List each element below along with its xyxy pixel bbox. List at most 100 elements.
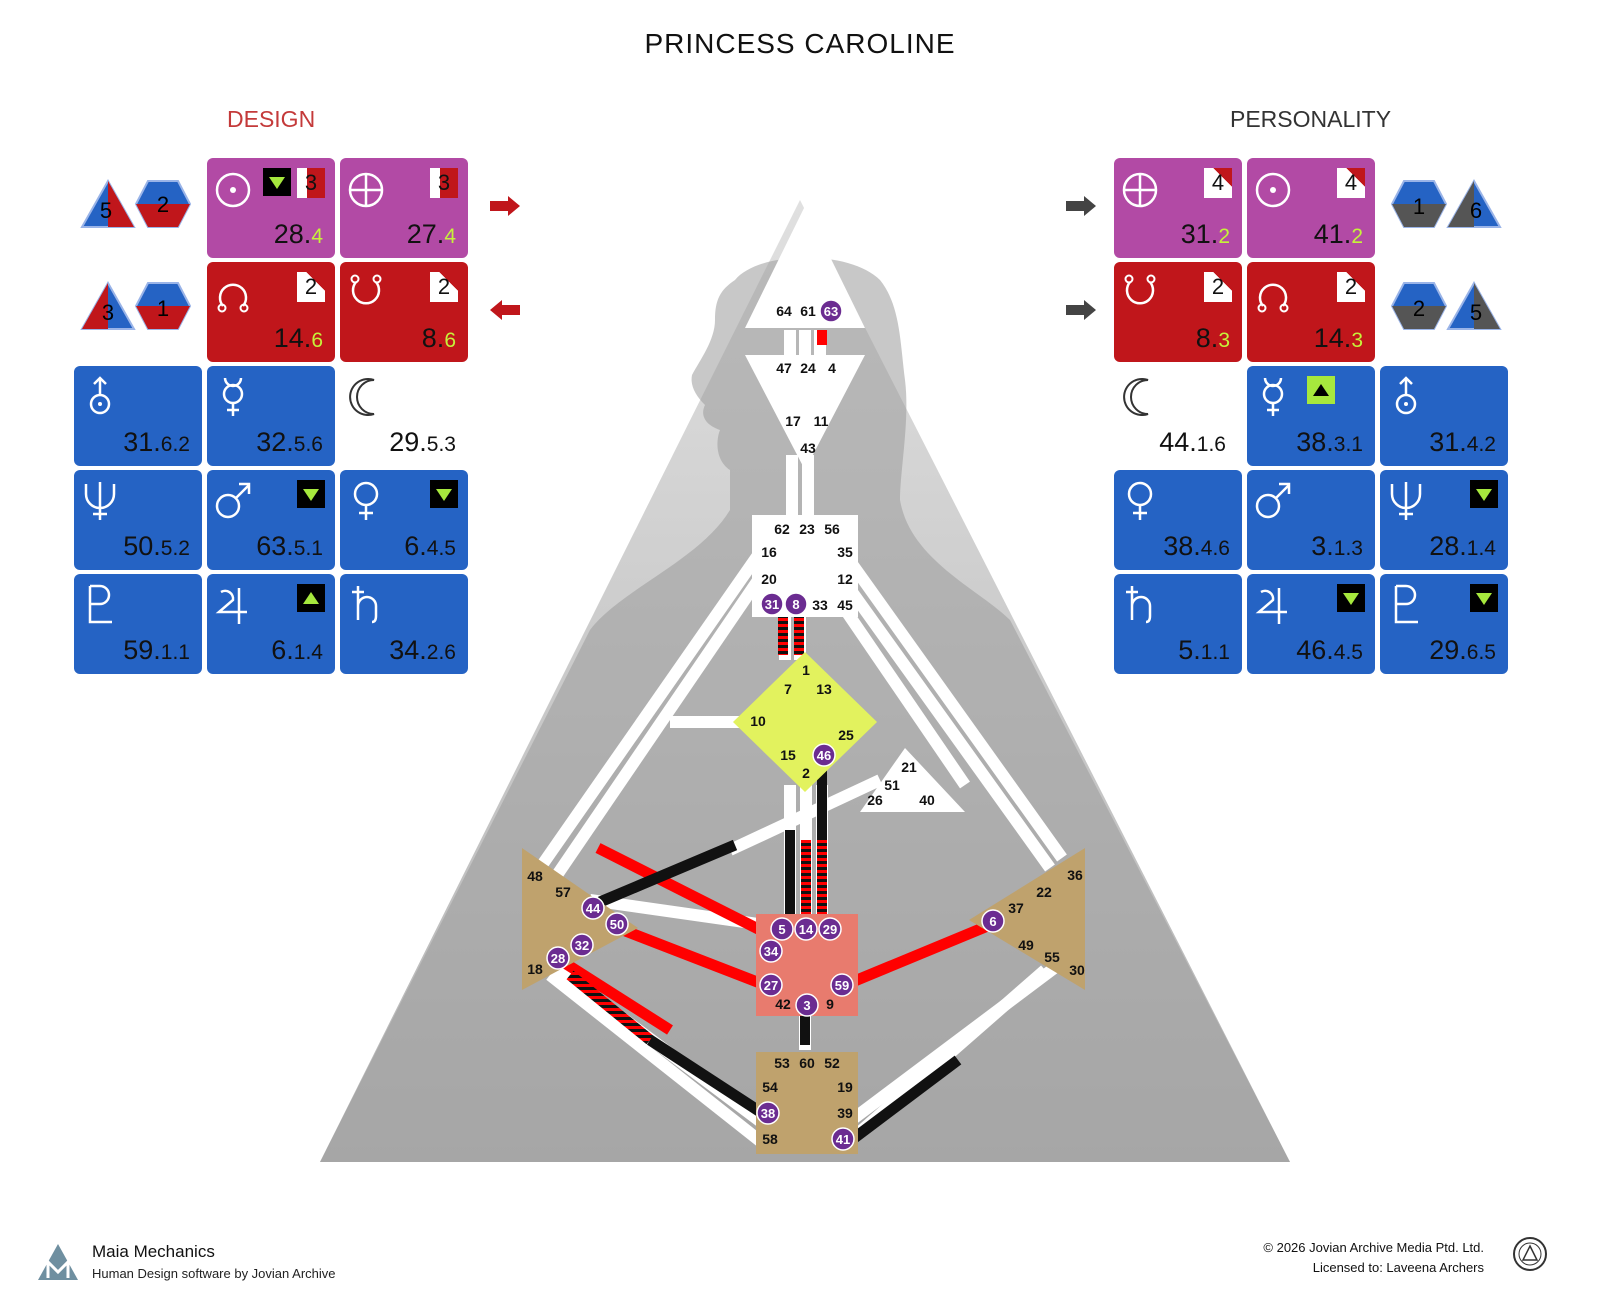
design-triangle-a-label: 5 <box>100 198 112 223</box>
design-saturn-value: 34.2.6 <box>389 635 456 665</box>
neptune-icon <box>1390 482 1422 520</box>
g-center <box>733 652 877 792</box>
gate-52: 52 <box>824 1055 840 1071</box>
active-gate-59: 59 <box>835 978 849 993</box>
gate-10: 10 <box>750 713 766 729</box>
personality-neptune-value: 28.1.4 <box>1429 531 1496 561</box>
personality-venus-tile: 38.4.6 <box>1114 470 1242 570</box>
design-triangle-a-half <box>108 181 134 227</box>
gate-11: 11 <box>814 413 829 429</box>
gate-26: 26 <box>867 792 883 808</box>
personality-variable-row-1: 1 6 <box>1390 178 1502 228</box>
design-earth-badge: 3 <box>430 168 458 198</box>
channels <box>535 330 1069 1150</box>
design-neptune-value: 50.5.2 <box>123 531 190 561</box>
personality-venus-value: 38.4.6 <box>1163 531 1230 561</box>
personality-arrow-right-icon-2 <box>1066 300 1096 320</box>
saturn-icon <box>1126 586 1152 624</box>
gate-64: 64 <box>776 303 792 319</box>
gate-51: 51 <box>884 777 900 793</box>
personality-mercury-tile: 38.3.1 <box>1247 366 1375 466</box>
gate-40: 40 <box>919 792 935 808</box>
active-gate-50-dot <box>605 912 629 936</box>
design-sun-tile: 3 28.4 <box>207 158 335 258</box>
design-variable-row-1: 5 2 <box>80 178 192 228</box>
gate-60: 60 <box>799 1055 815 1071</box>
active-gate-5: 5 <box>778 922 785 937</box>
active-gate-3-dot <box>795 993 819 1017</box>
down-arrow-icon <box>1470 480 1498 508</box>
design-south-node-value: 8.6 <box>421 323 456 353</box>
design-venus-value: 6.4.5 <box>404 531 456 561</box>
personality-mars-tile: 3.1.3 <box>1247 470 1375 570</box>
personality-north-node-tile: 2 14.3 <box>1247 262 1375 362</box>
design-mars-value: 63.5.1 <box>256 531 323 561</box>
design-triangle-b-half <box>82 283 108 329</box>
moon-icon <box>349 378 375 416</box>
personality-triangle-b-label: 5 <box>1470 300 1482 325</box>
personality-hex-b-half <box>1392 306 1446 329</box>
gate-35: 35 <box>837 544 853 560</box>
personality-moon-tile: 44.1.6 <box>1114 366 1242 466</box>
south-node-icon <box>1124 274 1156 305</box>
personality-uranus-tile: 31.4.2 <box>1380 366 1508 466</box>
design-hex-b-label: 1 <box>157 296 169 321</box>
gate-9: 9 <box>826 996 834 1012</box>
gate-54: 54 <box>762 1079 778 1095</box>
personality-triangle-b-half <box>1474 283 1500 329</box>
personality-south-node-badge: 2 <box>1204 272 1232 302</box>
active-gate-41-dot <box>831 1127 855 1151</box>
sun-icon <box>1255 172 1291 208</box>
active-gate-27: 27 <box>764 978 778 993</box>
design-hex-a-label: 2 <box>157 192 169 217</box>
active-gate-3: 3 <box>803 998 810 1013</box>
up-arrow-icon <box>297 584 325 612</box>
design-neptune-tile: 50.5.2 <box>74 470 202 570</box>
personality-label: PERSONALITY <box>1230 106 1392 132</box>
personality-triangle-a-half <box>1448 181 1474 227</box>
gate-49: 49 <box>1018 937 1034 953</box>
gate-2: 2 <box>802 765 810 781</box>
personality-sun-tile: 4 41.2 <box>1247 158 1375 258</box>
personality-uranus-value: 31.4.2 <box>1429 427 1496 457</box>
active-gate-31: 31 <box>765 597 779 612</box>
personality-hex-a-label: 1 <box>1413 194 1425 219</box>
gate-13: 13 <box>816 681 832 697</box>
gate-19: 19 <box>837 1079 853 1095</box>
active-gate-63: 63 <box>824 304 838 319</box>
footer-license-block: © 2026 Jovian Archive Media Ptd. Ltd. Li… <box>1263 1238 1484 1278</box>
active-gate-5-dot <box>770 917 794 941</box>
gate-18: 18 <box>527 961 543 977</box>
design-sun-value: 28.4 <box>273 219 323 249</box>
gate-22: 22 <box>1036 884 1052 900</box>
up-arrow-icon <box>1307 376 1335 404</box>
down-arrow-icon <box>1470 584 1498 612</box>
gate-7: 7 <box>784 681 792 697</box>
active-gate-34-dot <box>759 939 783 963</box>
design-jupiter-tile: 6.1.4 <box>207 574 335 674</box>
gate-39: 39 <box>837 1105 853 1121</box>
maia-logo-icon <box>38 1244 78 1280</box>
active-gate-63-dot <box>819 299 843 323</box>
personality-earth-badge: 4 <box>1204 168 1232 198</box>
venus-icon <box>353 481 379 520</box>
moon-icon <box>1123 378 1149 416</box>
design-jupiter-value: 6.1.4 <box>271 635 323 665</box>
pluto-icon <box>88 584 112 624</box>
personality-north-node-badge: 2 <box>1337 272 1365 302</box>
personality-neptune-tile: 28.1.4 <box>1380 470 1508 570</box>
mars-icon <box>215 482 251 519</box>
active-gate-8: 8 <box>792 597 799 612</box>
active-gate-41: 41 <box>836 1132 850 1147</box>
gate-62: 62 <box>774 521 790 537</box>
design-hex-b-half <box>136 306 190 329</box>
design-pluto-tile: 59.1.1 <box>74 574 202 674</box>
personality-saturn-tile: 5.1.1 <box>1114 574 1242 674</box>
gate-56: 56 <box>824 521 840 537</box>
down-arrow-icon <box>297 480 325 508</box>
design-moon-value: 29.5.3 <box>389 427 456 457</box>
footer-copyright: © 2026 Jovian Archive Media Ptd. Ltd. <box>1263 1240 1484 1255</box>
down-arrow-icon <box>430 480 458 508</box>
gate-45: 45 <box>837 597 853 613</box>
